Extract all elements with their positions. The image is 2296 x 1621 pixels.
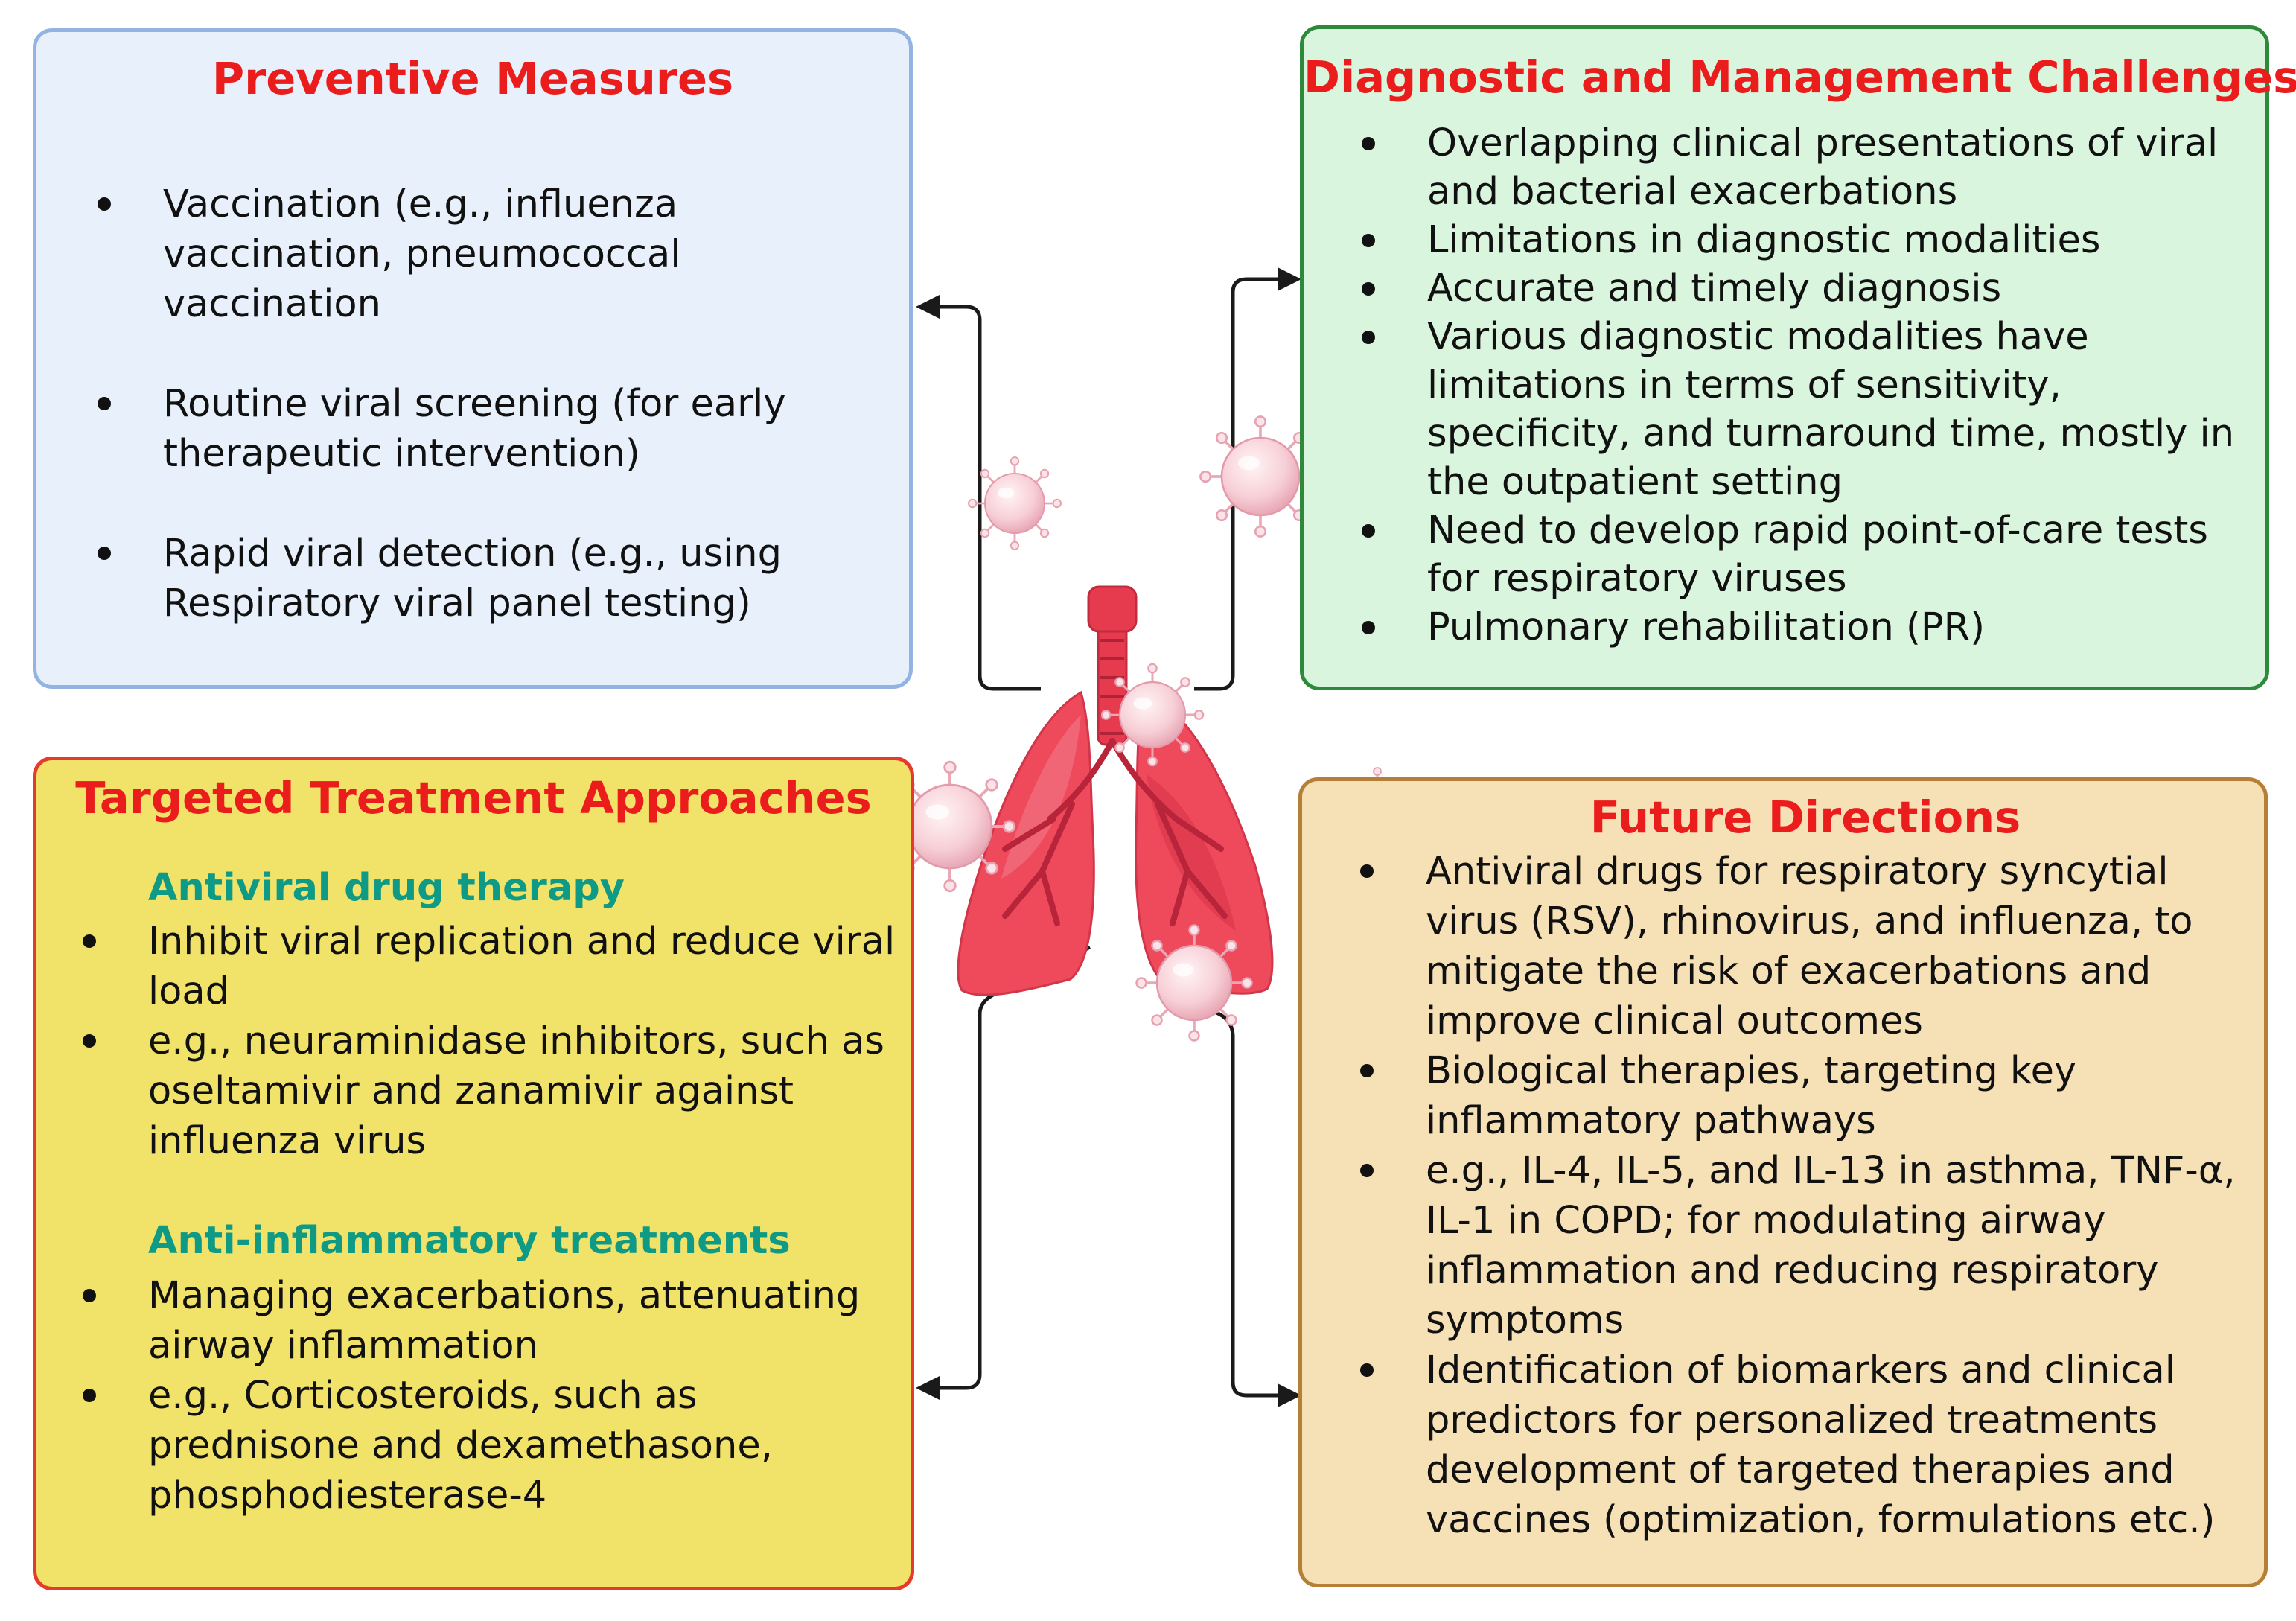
arrow-to-treatment <box>934 945 1091 1390</box>
list-item: Identification of biomarkers and clinica… <box>1332 1345 2248 1545</box>
future-directions-list: Antiviral drugs for respiratory syncytia… <box>1332 847 2248 1545</box>
lungs-illustration <box>957 585 1274 996</box>
future-directions-title: Future Directions <box>1589 792 2021 843</box>
list-item: e.g., Corticosteroids, such as prednison… <box>54 1371 903 1520</box>
preventive-measures-panel: Preventive Measures Vaccination (e.g., i… <box>33 28 913 689</box>
list-item: Various diagnostic modalities have limit… <box>1333 313 2249 506</box>
preventive-measures-title: Preventive Measures <box>211 53 734 104</box>
list-item: Managing exacerbations, attenuating airw… <box>54 1271 903 1371</box>
future-directions-panel: Future Directions Antiviral drugs for re… <box>1298 777 2268 1587</box>
arrow-to-diagnostic <box>1194 277 1291 691</box>
left-lung <box>957 690 1095 996</box>
arrowhead-treatment <box>916 1376 940 1400</box>
list-item: e.g., neuraminidase inhibitors, such as … <box>54 1016 903 1166</box>
list-item: Overlapping clinical presentations of vi… <box>1333 119 2249 216</box>
preventive-measures-list: Vaccination (e.g., influenza vaccination… <box>69 179 814 628</box>
list-item: Accurate and timely diagnosis <box>1333 264 2249 313</box>
arrow-to-preventive <box>934 305 1041 691</box>
anti-inflammatory-list: Managing exacerbations, attenuating airw… <box>54 1271 903 1520</box>
diagnostic-challenges-title: Diagnostic and Management Challenges <box>1304 51 2296 103</box>
right-lung-shade <box>1147 774 1236 931</box>
list-item: Antiviral drugs for respiratory syncytia… <box>1332 847 2248 1046</box>
targeted-treatment-panel: Targeted Treatment Approaches Antiviral … <box>33 757 914 1590</box>
arrowhead-preventive <box>916 295 940 319</box>
diagnostic-challenges-panel: Diagnostic and Management Challenges Ove… <box>1300 25 2296 690</box>
virus-icon-3 <box>1102 664 1203 765</box>
larynx <box>1087 585 1138 633</box>
list-item: Limitations in diagnostic modalities <box>1333 216 2249 264</box>
list-item: Vaccination (e.g., influenza vaccination… <box>69 179 814 329</box>
list-item: Inhibit viral replication and reduce vir… <box>54 917 903 1016</box>
antiviral-list: Inhibit viral replication and reduce vir… <box>54 917 903 1166</box>
list-item: Pulmonary rehabilitation (PR) <box>1333 603 2249 652</box>
list-item: Routine viral screening (for early thera… <box>69 379 814 479</box>
list-item: Rapid viral detection (e.g., using Respi… <box>69 529 814 628</box>
diagnostic-challenges-list: Overlapping clinical presentations of vi… <box>1333 119 2249 652</box>
arrowhead-diagnostic <box>1278 267 1301 291</box>
list-item: Biological therapies, targeting key infl… <box>1332 1046 2248 1146</box>
targeted-treatment-title: Targeted Treatment Approaches <box>75 772 872 824</box>
arrow-to-future <box>1187 996 1291 1398</box>
connector-arrows <box>934 277 1291 1398</box>
anti-inflammatory-heading: Anti-inflammatory treatments <box>148 1219 791 1263</box>
bronchi <box>1002 738 1228 926</box>
list-item: e.g., IL-4, IL-5, and IL-13 in asthma, T… <box>1332 1146 2248 1345</box>
trachea <box>1097 587 1128 746</box>
antiviral-heading: Antiviral drug therapy <box>148 866 625 910</box>
virus-icon-6 <box>1137 926 1252 1041</box>
left-lung-shade <box>1001 715 1081 879</box>
right-lung <box>1135 691 1274 995</box>
list-item: Need to develop rapid point-of-care test… <box>1333 506 2249 603</box>
virus-icon-1 <box>969 457 1061 550</box>
